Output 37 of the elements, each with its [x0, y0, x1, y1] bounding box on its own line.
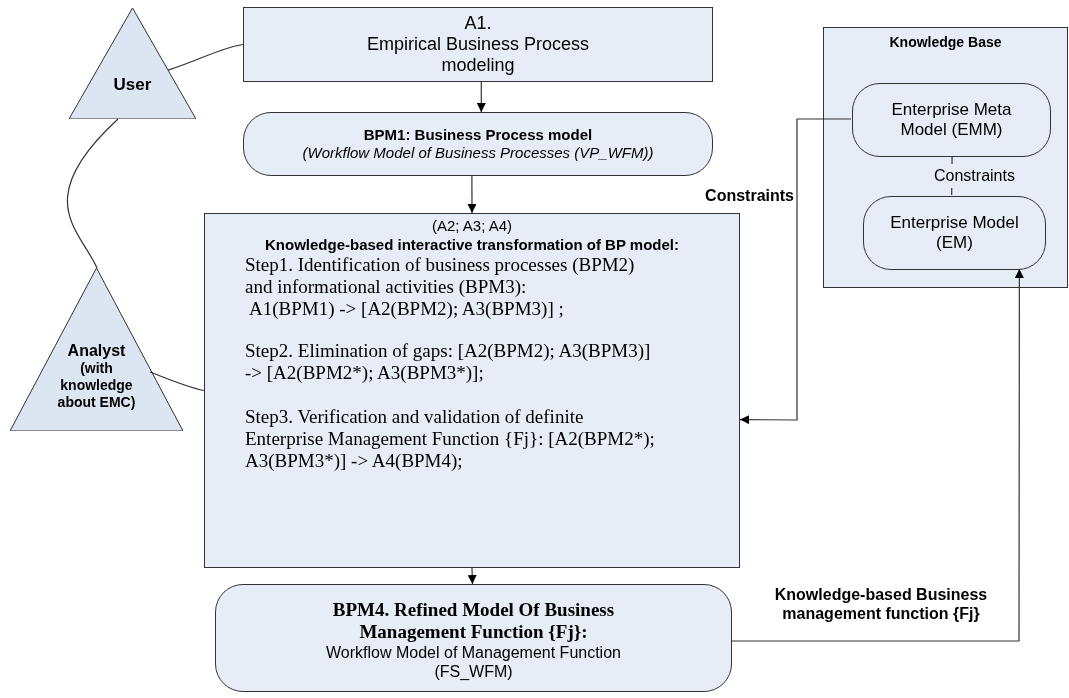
arrow: [731, 268, 1024, 642]
panel-heading: Knowledge Base: [889, 33, 1002, 52]
arrow: [739, 118, 852, 425]
rounded-box: [215, 584, 732, 692]
node-text: BPM1: Business Process model: [363, 126, 593, 144]
node-text: Step3. Verification and validation of definite Enterprise Management Function {Fj}: [A2(BPM2*); A3(BPM3*)] -> A4(BPM4);: [245, 406, 655, 472]
actor-triangle: [10, 268, 183, 431]
edge-label: Knowledge-based Business management function {Fj}: [773, 585, 989, 623]
node-text: Workflow Model of Management Function (FS_WFM): [325, 643, 622, 681]
arrow: [467, 567, 477, 585]
node-text: A1.: [464, 13, 492, 34]
node-text: User: [113, 73, 152, 96]
arrow: [467, 175, 477, 214]
actor-triangle: [69, 8, 196, 119]
rounded-box: [243, 112, 713, 176]
node-text: BPM4. Refined Model Of Business Management Function {Fj}:: [331, 599, 616, 643]
node-text: Enterprise Meta Model (EMM): [890, 100, 1013, 140]
node-text: Step1. Identification of business processes (BPM2) and informational activities (BPM3):: [245, 254, 636, 298]
node-text: Knowledge-based interactive transformation of BP model:: [264, 235, 680, 254]
node-text: Empirical Business Process modeling: [365, 34, 591, 76]
connector-line: [149, 371, 205, 392]
arrow: [476, 81, 486, 113]
connector-line: [167, 43, 244, 71]
process-box: [243, 7, 713, 82]
node-text: Analyst: [67, 342, 126, 360]
process-box: [823, 27, 1068, 288]
edge-label: Constraints: [704, 186, 794, 206]
node-text: A1(BPM1) -> [A2(BPM2); A3(BPM3)] ;: [249, 298, 565, 320]
node-text: (with knowledge about EMC): [56, 360, 137, 411]
rounded-box: [852, 83, 1051, 157]
node-text: Enterprise Model (EM): [889, 213, 1020, 253]
process-box: [204, 213, 740, 568]
node-text: Step2. Elimination of gaps: [A2(BPM2); A3(BPM3)] -> [A2(BPM2*); A3(BPM3*)];: [245, 340, 652, 384]
node-text: (Workflow Model of Business Processes (VP_WFM)): [301, 144, 655, 162]
connector-line: [66, 118, 119, 269]
node-text: (A2; A3; A4): [430, 216, 513, 235]
rounded-box: [863, 196, 1046, 270]
